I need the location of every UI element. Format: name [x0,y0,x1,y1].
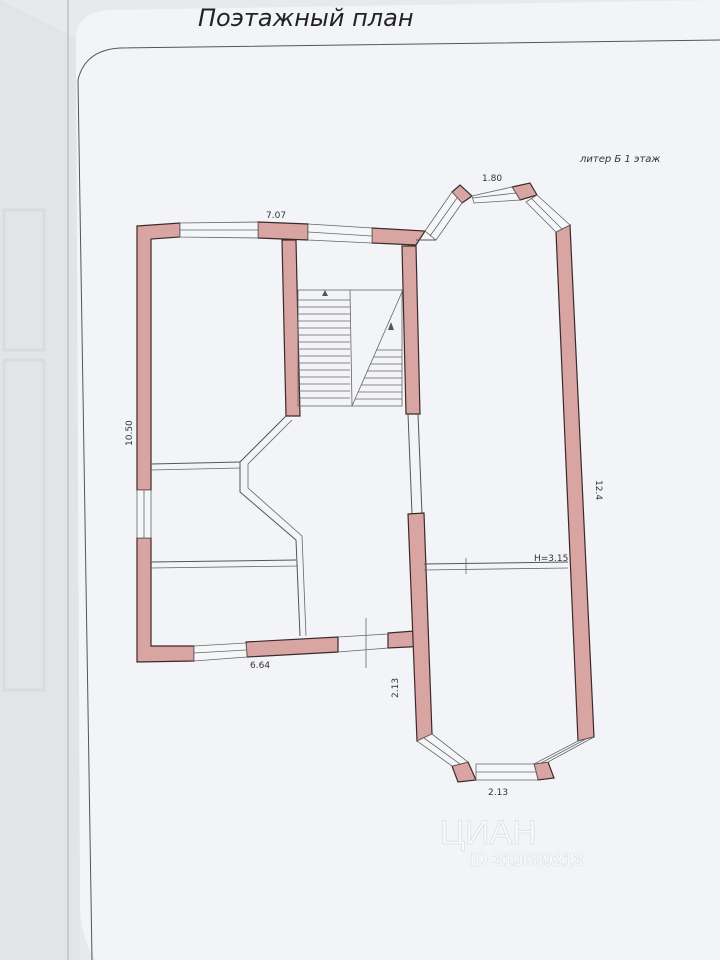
wall-inner-stair-left [281,239,301,417]
plan-subtitle: литер Б 1 этаж [579,154,660,165]
frame-left [77,79,93,960]
wall-top-right [371,227,427,246]
wall-top-mid [257,221,309,241]
dim-top-right: 1.80 [482,174,502,184]
dim-right: 12.4 [593,480,603,500]
staircase [297,289,403,407]
left-block-windows [136,221,373,662]
watermark-id: ID 319689213 [470,850,583,870]
paper-sheet [76,0,720,960]
dim-bottom-mid: 2.13 [391,678,401,698]
plan-title: Поэтажный план [198,4,414,32]
right-block-windows [416,186,595,781]
dim-bottom-left: 6.64 [250,661,270,671]
frame-top [77,39,720,81]
watermark-brand: ЦИАН [440,814,537,852]
dim-left: 10.50 [125,420,135,446]
watermark: ЦИАН ID 319689213 [440,814,584,871]
left-page [0,0,80,960]
dimension-labels: 7.07 1.80 10.50 12.4 H=3.15 6.64 2.13 2.… [125,174,603,798]
wall-inner-right-upper [401,245,421,415]
left-block-interior [150,413,423,668]
dim-top-left: 7.07 [266,211,286,221]
dim-height: H=3.15 [534,554,568,564]
dim-bottom-right: 2.13 [488,788,508,798]
left-page-window-reflection [2,208,46,692]
right-block-interior [423,558,569,574]
